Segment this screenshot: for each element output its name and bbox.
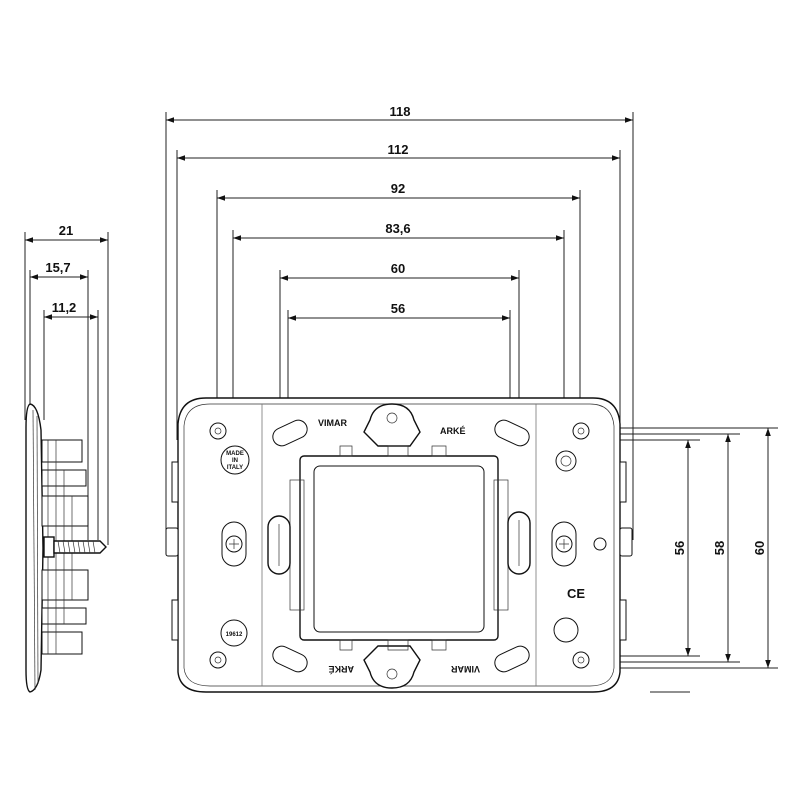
blank-hole-right [553,617,579,643]
screw-left [221,521,247,567]
corner-hole [572,651,590,669]
svg-text:ITALY: ITALY [227,465,243,471]
dim-depth-21: 21 [59,223,73,238]
front-view: MADE IN ITALY 19612 CE VIMAR ARKÉ VIMAR [165,397,633,693]
module-opening [289,445,509,651]
slot-bottom-right [494,645,530,673]
dim-height-58: 58 [712,541,727,555]
slot-top-left [272,419,308,447]
horizontal-dimensions: 118 112 92 83,6 60 56 [165,104,634,540]
side-view [25,403,107,693]
indicator-right [555,450,577,472]
dim-height-56: 56 [672,541,687,555]
ce-mark: CE [567,586,585,601]
dim-width-112: 112 [388,142,409,157]
dim-depth-11-2: 11,2 [52,300,77,315]
svg-text:MADE: MADE [226,451,244,457]
series-bottom: ARKÉ [328,664,354,674]
brand-bottom: VIMAR [451,664,481,674]
dim-width-92: 92 [391,181,405,196]
part-number-badge: 19612 [220,619,248,647]
corner-hole [572,422,590,440]
series-top: ARKÉ [440,426,466,436]
small-hole-right [593,537,607,551]
dim-width-56: 56 [391,301,405,316]
depth-dimensions: 21 15,7 11,2 [24,223,109,545]
slot-bottom-left [272,645,308,673]
brand-top: VIMAR [318,418,348,428]
latch-right [507,511,531,575]
svg-text:19612: 19612 [226,632,243,638]
made-in-italy-badge: MADE IN ITALY [220,445,250,475]
clip-top [363,403,421,447]
dim-depth-15-7: 15,7 [45,260,70,275]
svg-text:IN: IN [232,458,238,464]
dim-width-83-6: 83,6 [385,221,410,236]
latch-left [267,515,291,575]
screw-right [551,521,577,567]
dim-width-118: 118 [390,104,411,119]
corner-hole [209,422,227,440]
dim-width-60: 60 [391,261,405,276]
clip-bottom [363,645,421,689]
slot-top-right [494,419,530,447]
dim-height-60: 60 [752,541,767,555]
corner-hole [209,651,227,669]
